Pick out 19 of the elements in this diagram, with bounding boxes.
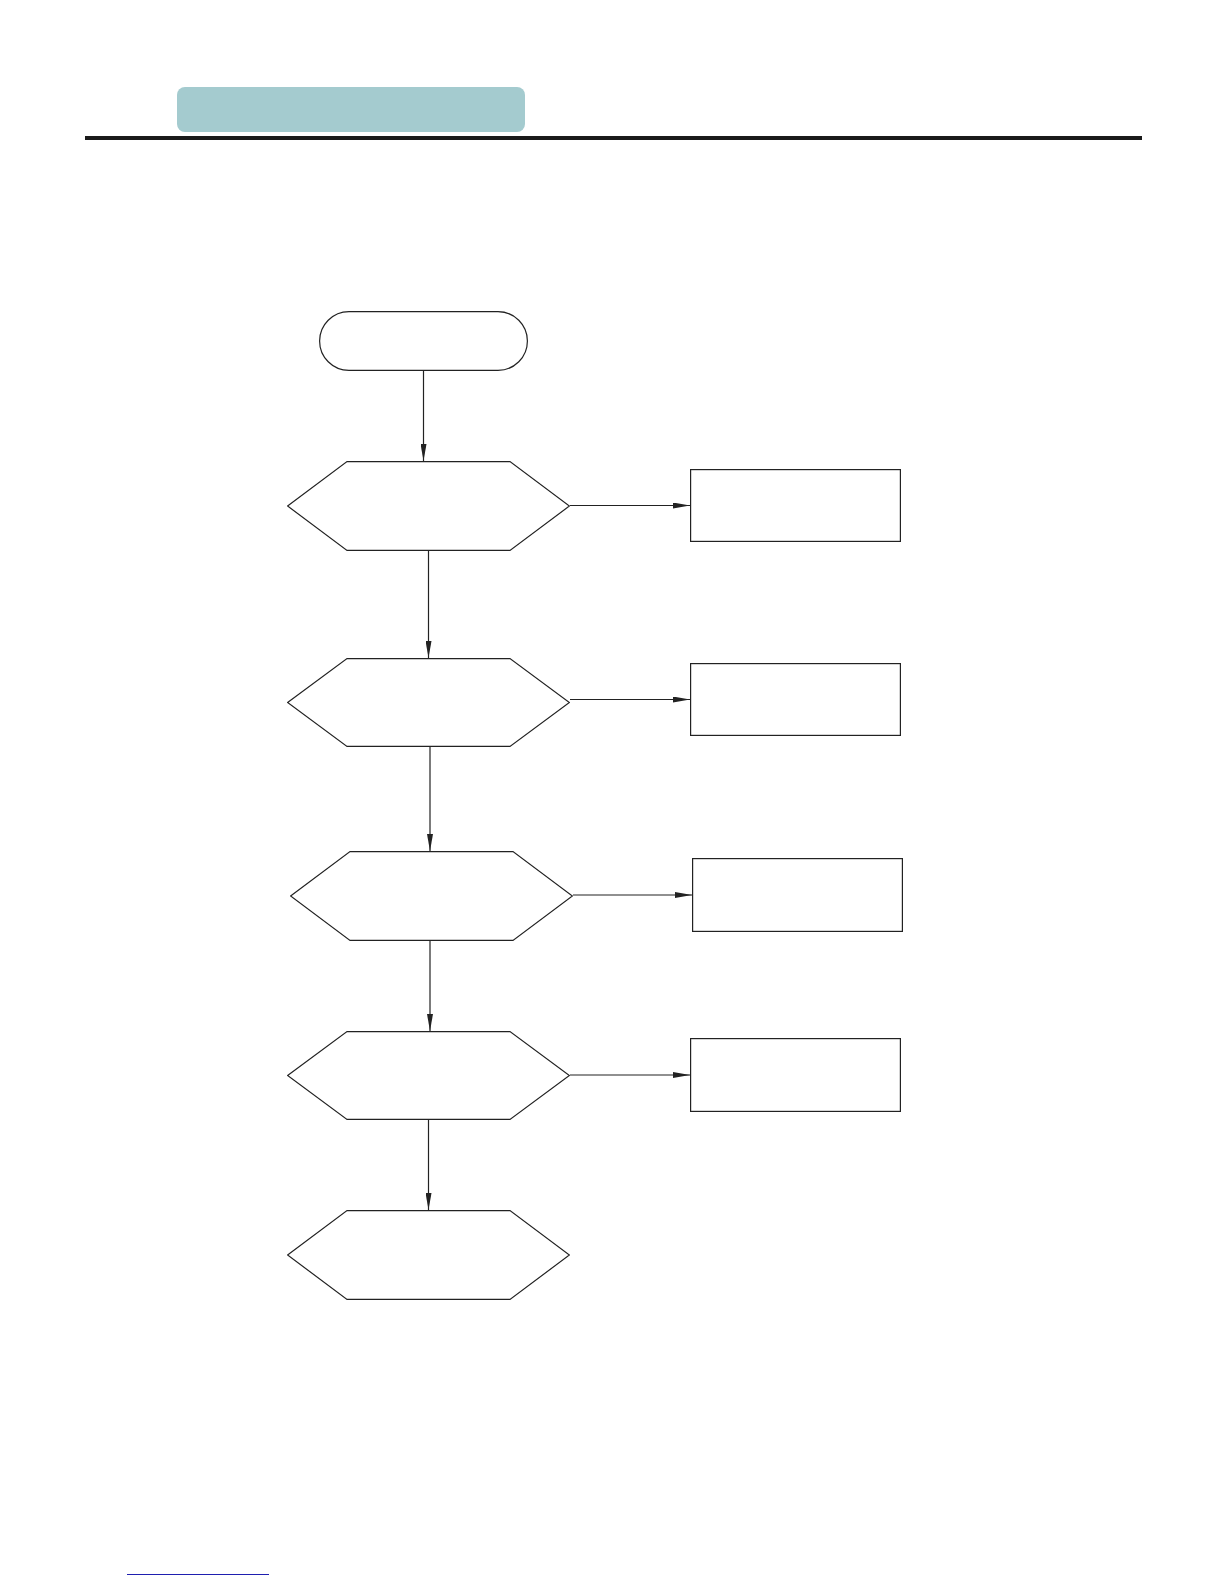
process-rectangle xyxy=(690,663,901,736)
hexagon-shape xyxy=(287,1210,570,1300)
hexagon-shape xyxy=(287,658,570,747)
arrow xyxy=(569,1072,691,1078)
hexagon-shape xyxy=(287,1031,570,1120)
arrow xyxy=(427,746,433,852)
arrow xyxy=(425,550,432,659)
arrow xyxy=(420,370,427,462)
arrow xyxy=(427,940,433,1032)
hexagon-shape xyxy=(290,851,573,941)
hexagon-shape xyxy=(287,461,570,551)
terminal-pill xyxy=(319,311,528,371)
process-rectangle xyxy=(690,1038,901,1112)
arrow xyxy=(569,696,691,703)
arrow xyxy=(572,892,693,898)
arrow xyxy=(569,502,691,509)
arrow xyxy=(425,1119,432,1211)
process-rectangle xyxy=(690,469,901,542)
process-rectangle xyxy=(692,858,903,932)
